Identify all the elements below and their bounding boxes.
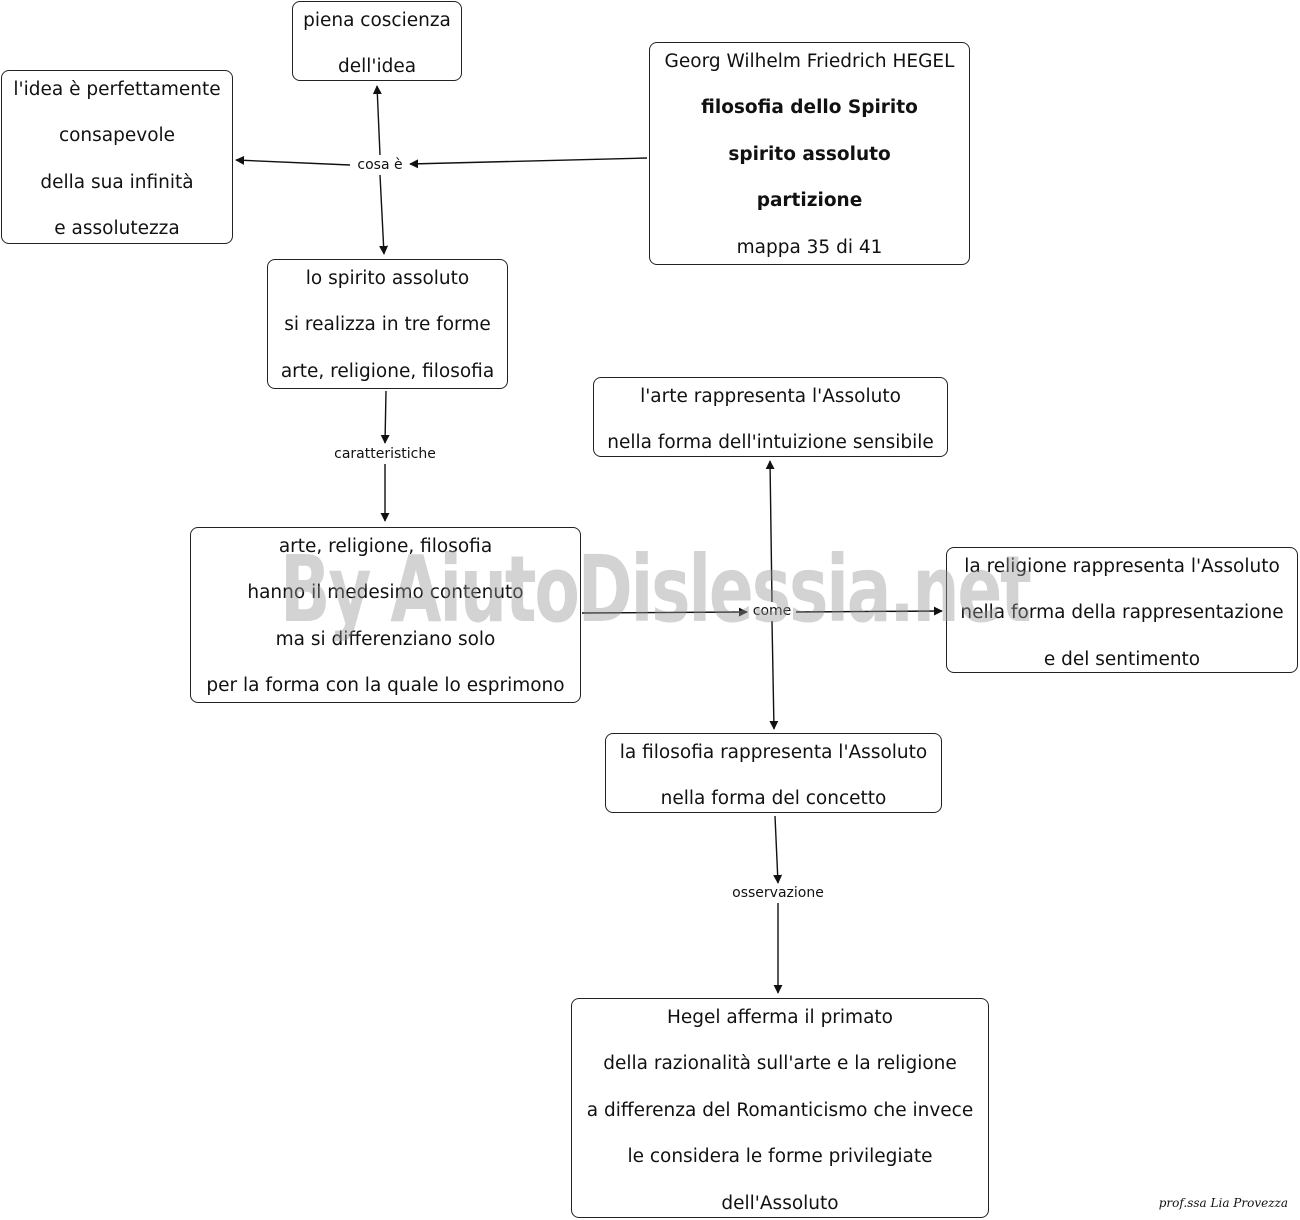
node-text-line: arte, religione, filosofia [280,360,495,382]
node-text-line: dell'idea [337,56,417,78]
node-text-line: e assolutezza [54,218,180,240]
node-text-line: si realizza in tre forme [284,314,491,336]
node-text-line: dell'Assoluto [721,1192,839,1214]
node-text-line: della sua infinità [40,171,194,193]
node-text-line: Hegel afferma il primato [666,1007,893,1028]
node-idea-consapevole[interactable]: l'idea è perfettamente consapevole della s… [1,70,233,244]
node-religione[interactable]: la religione rappresenta l'Assoluto nella… [946,547,1298,673]
node-title[interactable]: Georg Wilhelm Friedrich HEGEL filosofia d… [649,42,970,265]
node-text-line: Georg Wilhelm Friedrich HEGEL [664,51,955,72]
connector-come-to-religione [795,606,943,616]
connector-come-to-arte [765,460,775,603]
connector-contenuto-to-come [581,607,748,617]
node-text-line: l'idea è perfettamente [13,79,221,100]
node-text-line: e del sentimento [1043,648,1201,670]
node-piena-coscienza[interactable]: piena coscienza dell'idea [292,1,462,81]
node-spirito-assoluto[interactable]: lo spirito assoluto si realizza in tre fo… [267,259,508,389]
node-filosofia[interactable]: la filosofia rappresenta l'Assoluto nella… [605,733,942,813]
node-medesimo-contenuto[interactable]: arte, religione, filosofia hanno il medes… [190,527,581,703]
node-primato-razionalita[interactable]: Hegel afferma il primato della razionalit… [571,998,989,1218]
author-signature: prof.ssa Lia Provezza [1158,1196,1288,1210]
connector-cosa-e-to-idea [235,155,351,166]
node-text-line: hanno il medesimo contenuto [247,582,524,604]
link-label-come[interactable]: come [749,602,795,620]
node-text-line: a differenza del Romanticismo che invece [586,1099,974,1121]
node-text-line: per la forma con la quale lo esprimono [206,675,565,697]
node-text-line: la religione rappresenta l'Assoluto [964,556,1280,577]
node-text-line: filosofia dello Spirito [701,97,918,119]
node-text-line: spirito assoluto [728,143,891,165]
node-text-line: lo spirito assoluto [305,268,470,289]
node-text-line: arte, religione, filosofia [278,536,493,557]
connector-filosofia-to-osservazione [773,815,783,884]
node-text-line: l'arte rappresenta l'Assoluto [640,386,901,407]
link-label-cosa-e[interactable]: cosa è [354,156,406,174]
link-label-osservazione[interactable]: osservazione [729,884,827,902]
connector-come-to-filosofia [769,620,779,730]
connector-cosa-e-to-spirito [379,174,389,255]
node-text-line: ma si differenziano solo [275,628,496,650]
node-text-line: la filosofia rappresenta l'Assoluto [619,742,928,763]
node-text-line: nella forma del concetto [660,788,887,810]
node-text-line: le considera le forme privilegiate [627,1146,933,1168]
node-text-line: consapevole [58,125,176,147]
connector-title-to-cosa-e [409,157,648,169]
node-text-line: mappa 35 di 41 [736,236,883,258]
node-text-line: della razionalità sull'arte e la religio… [603,1053,957,1075]
node-text-line: nella forma della rappresentazione [960,602,1284,624]
connector-cosa-e-to-coscienza [372,85,382,156]
link-label-caratteristiche[interactable]: caratteristiche [331,445,439,463]
connector-spirito-to-caratteristiche [380,390,390,444]
node-text-line: partizione [756,190,863,212]
node-text-line: piena coscienza [303,10,451,31]
node-arte[interactable]: l'arte rappresenta l'Assoluto nella forma… [593,377,948,457]
node-text-line: nella forma dell'intuizione sensibile [607,432,934,454]
